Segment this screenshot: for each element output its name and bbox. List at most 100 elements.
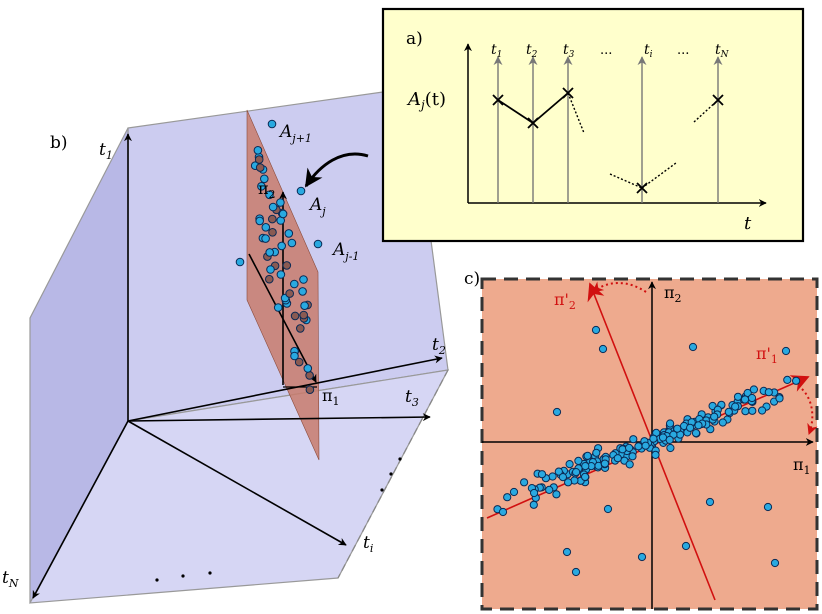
t1-label: t1 [99, 140, 113, 162]
pi2-rot-label: π'2 [554, 290, 576, 312]
data-point [305, 371, 314, 380]
data-point [740, 395, 750, 404]
panel-a-xlabel: t [744, 213, 752, 234]
ti-label: ti [363, 533, 373, 555]
data-point [591, 325, 601, 335]
t3-label: t3 [405, 387, 419, 409]
data-point [651, 450, 660, 459]
data-point [520, 478, 529, 487]
trajectory-in-i [609, 173, 643, 189]
tN-axis [32, 420, 129, 599]
time-label: t3 [563, 42, 575, 60]
data-point [529, 500, 538, 509]
a-j-label: Aj [308, 195, 326, 218]
data-point [548, 472, 557, 481]
data-point [558, 473, 568, 482]
data-point [691, 429, 701, 438]
data-point [731, 402, 740, 411]
data-point [254, 155, 264, 164]
data-point [261, 234, 270, 243]
trajectory-out-i [641, 162, 677, 189]
pi1-rot-label: π'1 [756, 344, 778, 366]
data-point [783, 375, 792, 384]
curved-arrow [304, 152, 369, 188]
data-point [498, 507, 508, 517]
data-point [285, 289, 295, 298]
a-j-plus-1-label: Aj+1 [278, 122, 312, 145]
data-point [724, 407, 733, 416]
data-point [268, 202, 278, 212]
data-point [688, 342, 698, 352]
panel-c-points [493, 325, 801, 577]
data-point [255, 163, 265, 172]
data-point [758, 406, 767, 415]
data-point [273, 303, 283, 312]
data-point [625, 443, 634, 452]
data-point [565, 460, 574, 469]
data-point [545, 485, 554, 494]
data-point [637, 552, 647, 562]
data-point [603, 504, 613, 514]
data-point [733, 392, 743, 401]
data-point [257, 182, 266, 191]
data-point [781, 346, 791, 356]
data-point [313, 239, 323, 249]
data-point [282, 261, 292, 270]
tN-label: tN [2, 568, 19, 590]
data-point [276, 198, 285, 207]
data-point [792, 376, 801, 385]
pi2-label-c: π2 [664, 283, 682, 305]
data-point [290, 279, 299, 289]
data-point [265, 274, 274, 284]
data-point [666, 419, 675, 428]
data-point [666, 443, 675, 453]
data-point [600, 459, 610, 468]
data-point [287, 238, 297, 248]
data-point [235, 257, 245, 267]
data-point [681, 541, 691, 551]
data-point [764, 388, 773, 397]
data-point [537, 470, 547, 479]
data-point [598, 344, 608, 354]
data-point [718, 418, 727, 427]
trajectory-in-N [693, 99, 719, 123]
data-point [665, 435, 674, 444]
data-point [299, 310, 309, 320]
panel-a-box [381, 7, 805, 243]
ti-axis [127, 420, 347, 546]
data-point [255, 216, 265, 226]
data-point [583, 451, 592, 460]
t2-label: t2 [432, 335, 446, 357]
data-point [574, 456, 583, 465]
data-point [296, 324, 305, 333]
data-point [298, 287, 307, 296]
data-point [564, 478, 573, 487]
time-label: ti [644, 42, 653, 60]
time-label: tN [715, 42, 730, 60]
panel-b-points [235, 119, 323, 395]
data-point [562, 547, 572, 557]
ellipsis-dots [155, 457, 402, 582]
data-point [253, 146, 263, 155]
pi1-label-b: π1 [322, 386, 340, 408]
data-point [554, 467, 563, 476]
time-label: t1 [491, 42, 502, 60]
data-point [749, 385, 759, 394]
data-point [673, 424, 682, 433]
a-j-minus-1-label: Aj-1 [331, 240, 359, 263]
data-point [261, 223, 271, 232]
time-label: ... [600, 43, 612, 58]
data-point [572, 468, 581, 477]
data-point [628, 452, 637, 461]
data-point [552, 407, 562, 417]
data-point [265, 248, 275, 257]
data-point [571, 567, 581, 577]
data-point [641, 441, 650, 450]
data-point [775, 394, 784, 403]
data-point [658, 433, 668, 442]
pi1-label-c: π1 [793, 455, 811, 477]
data-point [305, 385, 315, 395]
data-point [509, 487, 519, 497]
